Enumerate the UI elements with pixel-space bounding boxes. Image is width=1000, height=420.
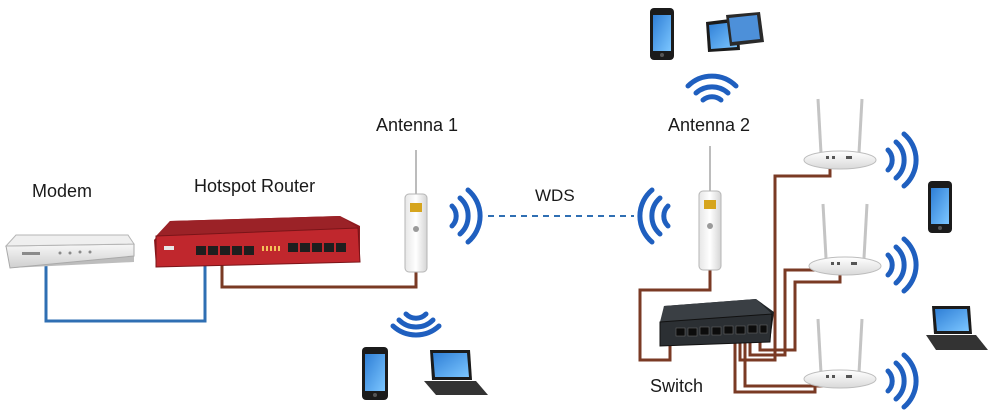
wifi-icon-ap2 (885, 236, 919, 294)
wds-label: WDS (535, 186, 575, 205)
wifi-icon-antenna1-down (390, 311, 442, 338)
smartphone-icon-bottom (362, 347, 388, 400)
router-icon (154, 216, 361, 268)
wifi-icon-antenna1-right (449, 187, 483, 245)
antenna-1-icon (404, 150, 428, 273)
modem-label: Modem (32, 181, 93, 201)
hotspot-router-label: Hotspot Router (194, 176, 316, 196)
smartphone-icon-right (928, 181, 952, 233)
wifi-icon-ap3 (885, 352, 919, 410)
antenna-2-icon (698, 146, 722, 271)
switch-icon (659, 299, 774, 347)
switch-cables (638, 164, 842, 394)
access-point-3-icon (803, 318, 877, 389)
laptop-icon-bottom (424, 350, 488, 395)
laptop-icon-right (926, 306, 988, 350)
modem-icon (4, 234, 135, 269)
wifi-icon-antenna2-left (637, 187, 671, 245)
modem-router-cable (44, 262, 207, 323)
wifi-icon-antenna2-up (685, 73, 739, 103)
switch-label: Switch (650, 376, 704, 396)
antenna-1-label: Antenna 1 (376, 115, 459, 135)
access-point-1-icon (803, 98, 877, 170)
antenna-2-label: Antenna 2 (668, 115, 751, 135)
router-antenna1-cable (220, 262, 418, 289)
router-ports (196, 243, 346, 255)
access-point-2-icon (808, 203, 882, 276)
wifi-icon-ap1 (885, 131, 919, 189)
tablet-icon (706, 12, 764, 52)
smartphone-icon-top (650, 8, 674, 60)
